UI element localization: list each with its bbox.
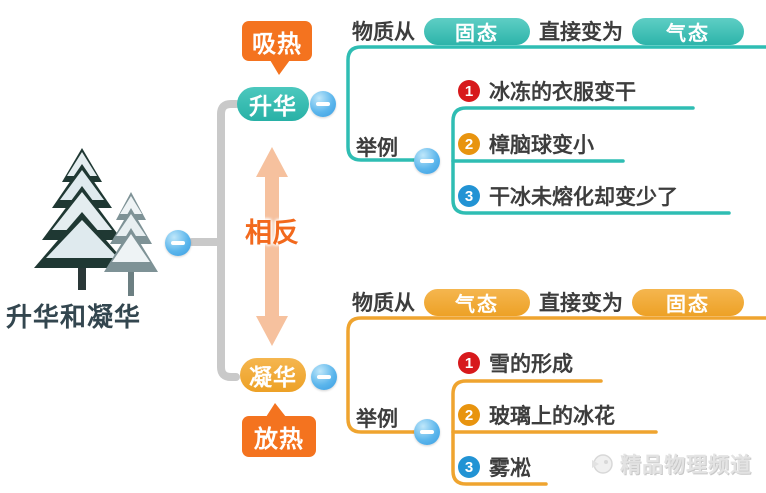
- example-item-rime[interactable]: 3 雾凇: [458, 455, 531, 480]
- definition-middle: 直接变为: [539, 292, 623, 315]
- root-topic-label[interactable]: 升华和凝华: [6, 302, 142, 332]
- state-pill-solid[interactable]: 固态: [424, 17, 530, 45]
- examples-label-bottom[interactable]: 举例: [356, 408, 398, 431]
- number-badge-1: 1: [458, 80, 480, 102]
- absorb-heat-callout[interactable]: 吸热: [242, 21, 312, 75]
- example-text: 冰冻的衣服变干: [489, 81, 636, 104]
- collapse-toggle-examples-top-minus-icon[interactable]: [414, 148, 440, 174]
- opposite-arrow-icon: [256, 147, 288, 346]
- watermark-logo-icon: [592, 454, 613, 474]
- node-deposition-label: 凝华: [249, 364, 297, 390]
- example-text: 干冰未熔化却变少了: [489, 186, 678, 209]
- number-badge-2: 2: [458, 133, 480, 155]
- deposition-definition-row: 物质从 气态 直接变为 固态: [352, 288, 744, 316]
- release-heat-label: 放热: [254, 426, 304, 453]
- example-item-window-frost[interactable]: 2 玻璃上的冰花: [458, 403, 615, 428]
- collapse-toggle-root-minus-icon[interactable]: [165, 230, 191, 256]
- sublimation-branch-lines: [346, 45, 766, 215]
- example-text: 雾凇: [489, 457, 531, 480]
- collapse-toggle-sublimation-minus-icon[interactable]: [310, 91, 336, 117]
- opposite-label: 相反: [245, 218, 299, 248]
- number-badge-2: 2: [458, 404, 480, 426]
- example-item-snow[interactable]: 1 雪的形成: [458, 351, 573, 376]
- node-deposition[interactable]: 凝华: [240, 358, 306, 392]
- collapse-toggle-examples-bottom-minus-icon[interactable]: [414, 419, 440, 445]
- node-sublimation-label: 升华: [249, 93, 297, 119]
- example-text: 玻璃上的冰花: [489, 405, 615, 428]
- sublimation-definition-row: 物质从 固态 直接变为 气态: [352, 17, 744, 45]
- absorb-heat-label: 吸热: [252, 30, 302, 58]
- state-pill-gas[interactable]: 气态: [632, 17, 744, 45]
- snowy-trees-illustration: [34, 148, 158, 296]
- example-item-camphor-ball[interactable]: 2 樟脑球变小: [458, 132, 594, 157]
- deposition-branch-lines: [346, 316, 766, 486]
- state-pill-gas[interactable]: 气态: [424, 288, 530, 316]
- definition-prefix: 物质从: [352, 292, 415, 315]
- definition-prefix: 物质从: [352, 21, 415, 44]
- example-text: 樟脑球变小: [489, 134, 594, 157]
- definition-middle: 直接变为: [539, 21, 623, 44]
- example-item-frozen-clothes[interactable]: 1 冰冻的衣服变干: [458, 79, 636, 104]
- example-item-dry-ice[interactable]: 3 干冰未熔化却变少了: [458, 184, 678, 209]
- watermark-text: 精品物理频道: [620, 454, 752, 477]
- root-bracket: [188, 100, 240, 381]
- number-badge-3: 3: [458, 185, 480, 207]
- release-heat-callout[interactable]: 放热: [242, 403, 316, 457]
- number-badge-3: 3: [458, 456, 480, 478]
- state-pill-solid[interactable]: 固态: [632, 288, 744, 316]
- channel-watermark: 精品物理频道: [588, 449, 752, 479]
- number-badge-1: 1: [458, 352, 480, 374]
- examples-label-top[interactable]: 举例: [356, 137, 398, 160]
- node-sublimation[interactable]: 升华: [237, 87, 309, 121]
- collapse-toggle-deposition-minus-icon[interactable]: [311, 364, 337, 390]
- example-text: 雪的形成: [489, 353, 573, 376]
